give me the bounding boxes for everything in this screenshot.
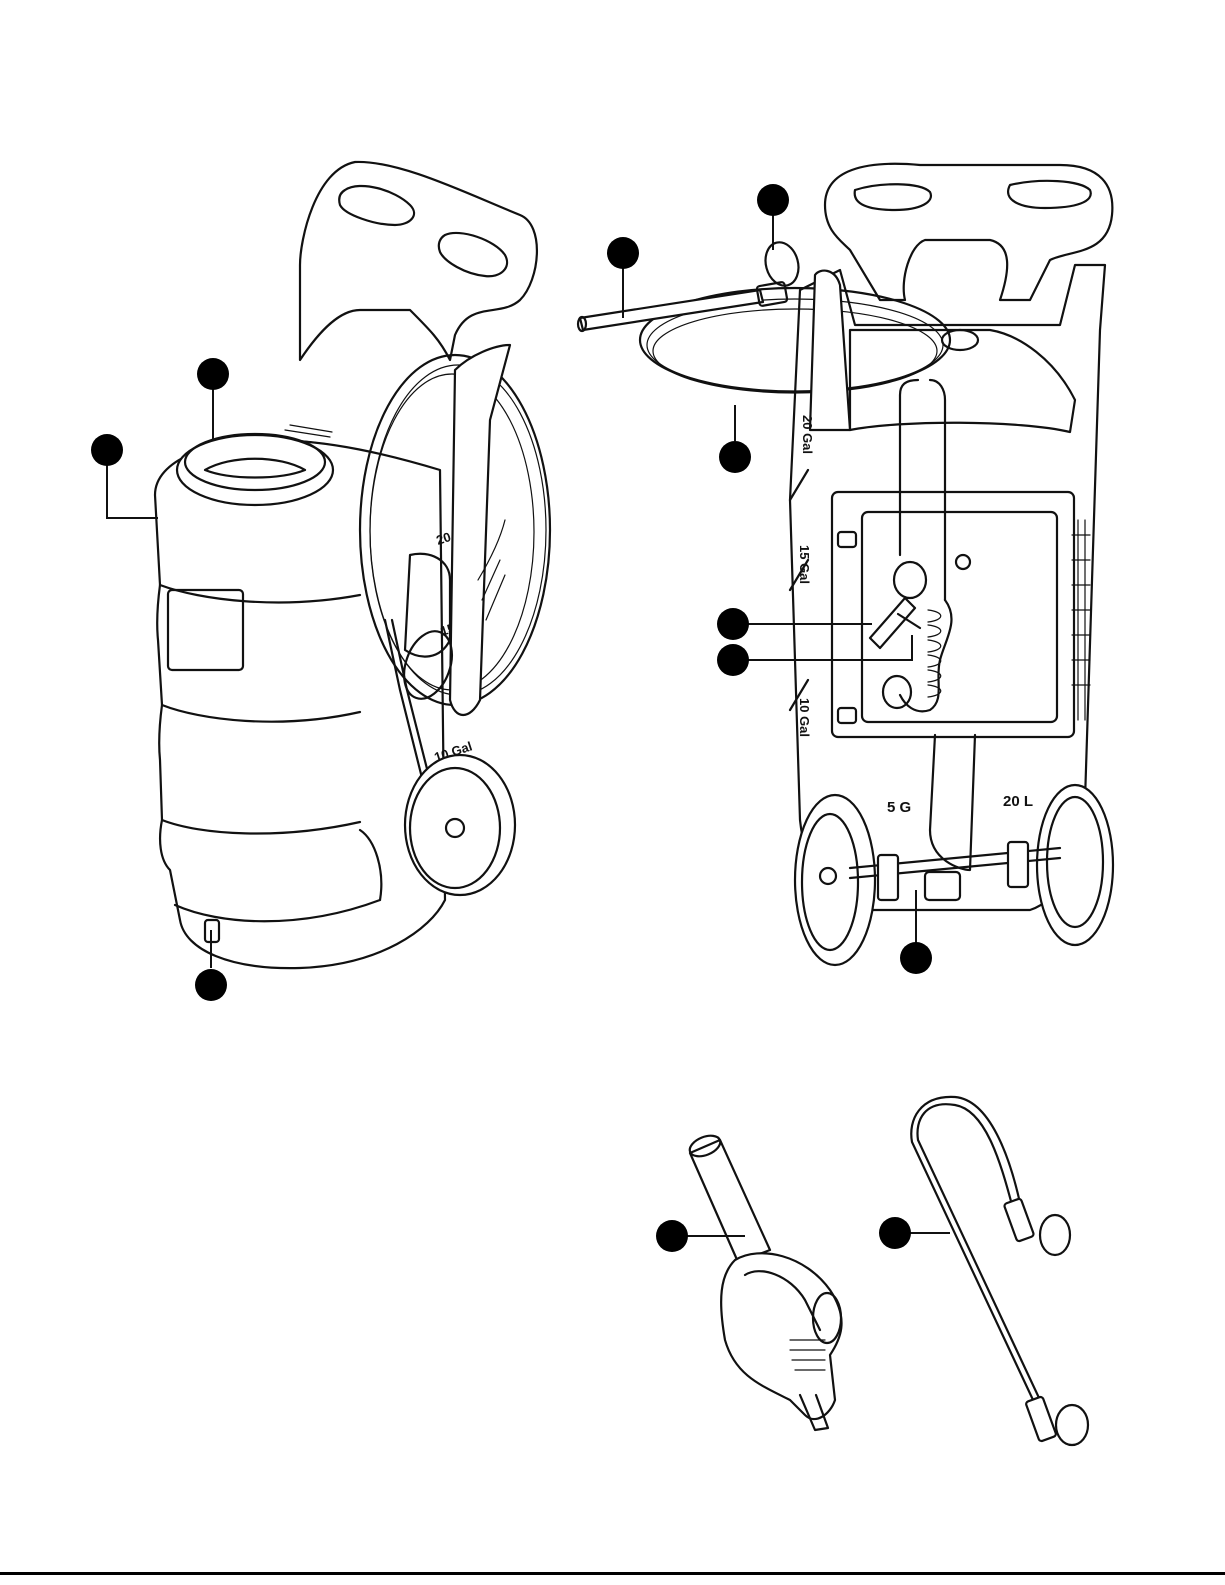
rear-label-15-gal: 15 Gal: [797, 545, 812, 584]
callout-dot-7: [717, 608, 749, 640]
page-bottom-rule: [0, 1572, 1225, 1575]
callout-dot-4: [757, 184, 789, 216]
rear-label-10-gal: 10 Gal: [797, 698, 812, 737]
rear-label-20-l: 20 L: [1003, 793, 1033, 810]
front-fill-cap: [177, 425, 333, 505]
callout-dot-3: [195, 969, 227, 1001]
front-view-tank-cart: 20 Gal 15 Gal 10 Gal: [155, 162, 550, 968]
callout-dot-11: [879, 1217, 911, 1249]
rear-label-20-gal: 20 Gal: [800, 415, 815, 454]
fuel-nozzle-accessory: [687, 1132, 842, 1430]
front-handle: [300, 162, 537, 360]
callout-dot-10: [656, 1220, 688, 1252]
callout-dot-9: [900, 942, 932, 974]
callout-dot-1: [197, 358, 229, 390]
rear-right-wheel: [1037, 785, 1113, 945]
callout-dot-8: [717, 644, 749, 676]
callout-dot-2: [91, 434, 123, 466]
callout-dot-5: [607, 237, 639, 269]
hose-assembly-accessory: [911, 1097, 1088, 1445]
rear-left-wheel: [795, 795, 875, 965]
rear-view-tank-cart: 20 Gal 15 Gal 10 Gal 5 G 20 L: [578, 164, 1113, 965]
front-wheel: [405, 755, 515, 895]
front-tank-body: [155, 440, 450, 968]
rear-handle: [825, 164, 1112, 300]
callout-dot-6: [719, 441, 751, 473]
rear-label-5-g: 5 G: [887, 799, 911, 816]
